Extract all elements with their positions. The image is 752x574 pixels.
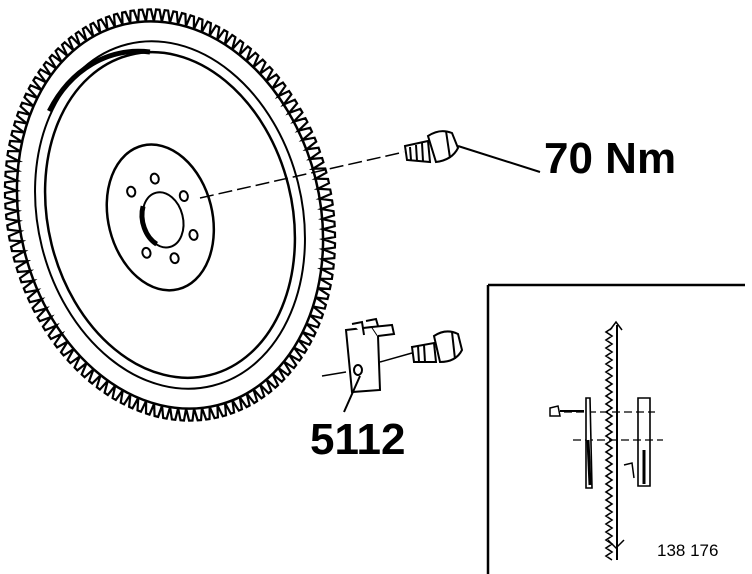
tool-bolt-icon — [410, 330, 464, 364]
bolt-holes — [126, 172, 199, 265]
inset-detail-frame — [486, 283, 745, 574]
inset-cross-section — [549, 320, 663, 561]
torque-label: 70 Nm — [544, 134, 677, 183]
flywheel-icon — [3, 8, 337, 422]
leader-line-torque — [457, 145, 541, 173]
alignment-line-tool — [321, 371, 347, 377]
figure-number: 138 176 — [657, 541, 719, 560]
leader-line-tool — [343, 375, 361, 413]
tool-number-label: 5112 — [310, 415, 406, 464]
alignment-line-tool-bolt — [379, 352, 413, 363]
bolt-icon — [403, 130, 460, 164]
locking-tool-icon — [344, 317, 396, 394]
alignment-line-bolt — [199, 151, 405, 199]
